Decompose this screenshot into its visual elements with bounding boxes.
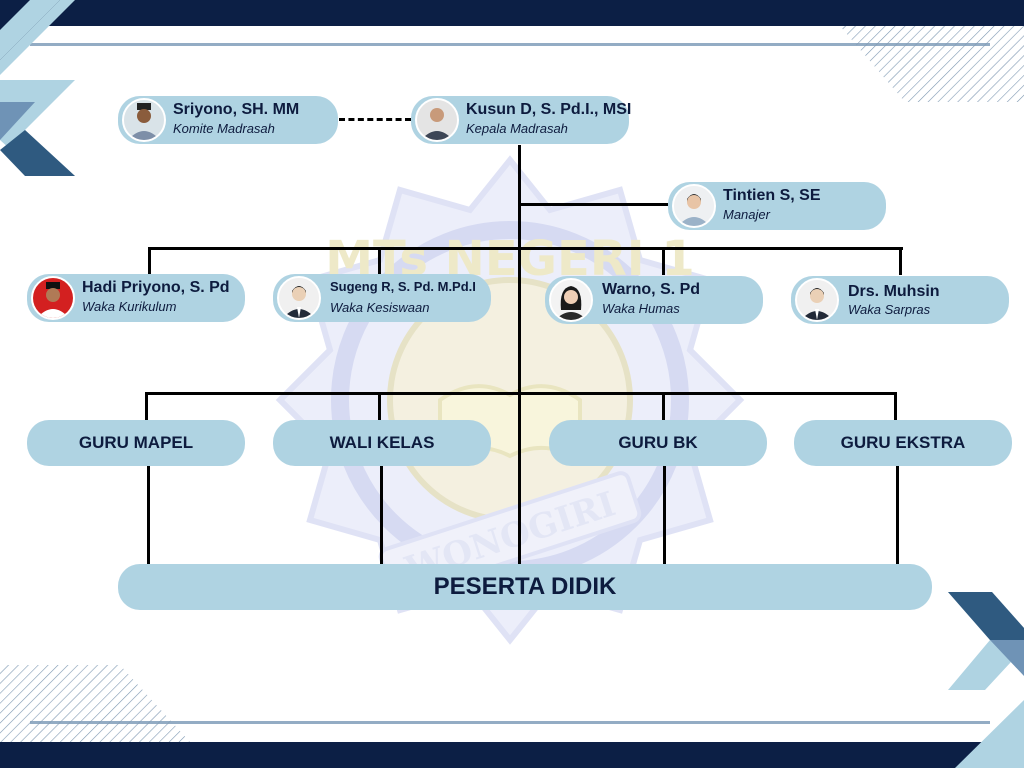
chevron-left-dark bbox=[0, 130, 75, 176]
hatch-bottom-left bbox=[0, 665, 190, 742]
main-vertical-connector bbox=[518, 145, 521, 565]
official-role: Waka Humas bbox=[602, 301, 680, 316]
group-wali-kelas[interactable]: WALI KELAS bbox=[273, 420, 491, 466]
group-label: GURU EKSTRA bbox=[840, 433, 966, 452]
top-divider-line bbox=[30, 43, 990, 46]
official-name: Drs. Muhsin bbox=[848, 283, 940, 300]
students-bar[interactable]: PESERTA DIDIK bbox=[118, 564, 932, 610]
official-role: Waka Sarpras bbox=[848, 302, 931, 317]
corner-triangle-bottom-right bbox=[955, 700, 1024, 768]
official-card-komite[interactable]: Sriyono, SH. MM Komite Madrasah bbox=[118, 96, 338, 144]
group-guru-ekstra[interactable]: GURU EKSTRA bbox=[794, 420, 1012, 466]
official-card-humas[interactable]: Warno, S. Pd Waka Humas bbox=[545, 276, 763, 324]
person-avatar-icon bbox=[795, 278, 839, 322]
students-label: PESERTA DIDIK bbox=[433, 573, 617, 600]
official-role: Manajer bbox=[723, 207, 770, 222]
official-role: Waka Kurikulum bbox=[82, 299, 177, 314]
group-guru-mapel[interactable]: GURU MAPEL bbox=[27, 420, 245, 466]
person-avatar-icon bbox=[549, 278, 593, 322]
group-label: WALI KELAS bbox=[329, 433, 435, 452]
official-card-manajer[interactable]: Tintien S, SE Manajer bbox=[668, 182, 886, 230]
official-name: Sugeng R, S. Pd. M.Pd.I bbox=[330, 279, 476, 294]
top-banner-bar bbox=[0, 0, 1024, 26]
official-role: Kepala Madrasah bbox=[466, 121, 568, 136]
committee-dashed-connector bbox=[339, 118, 411, 121]
person-avatar-icon bbox=[277, 276, 321, 320]
group-label: GURU MAPEL bbox=[78, 433, 194, 452]
waka-horizontal-connector bbox=[148, 247, 903, 250]
official-card-kurikulum[interactable]: Hadi Priyono, S. Pd Waka Kurikulum bbox=[27, 274, 245, 322]
group-horizontal-connector bbox=[145, 392, 897, 395]
group-guru-bk[interactable]: GURU BK bbox=[549, 420, 767, 466]
person-avatar-icon bbox=[672, 184, 716, 228]
bottom-banner-bar bbox=[0, 742, 1024, 768]
official-role: Waka Kesiswaan bbox=[330, 300, 430, 315]
person-avatar-icon bbox=[31, 276, 75, 320]
official-role: Komite Madrasah bbox=[173, 121, 275, 136]
official-name: Sriyono, SH. MM bbox=[173, 101, 300, 118]
official-card-kepala[interactable]: Kusun D, S. Pd.I., MSI Kepala Madrasah bbox=[411, 96, 632, 144]
official-card-sarpras[interactable]: Drs. Muhsin Waka Sarpras bbox=[791, 276, 1009, 324]
official-name: Tintien S, SE bbox=[723, 187, 821, 204]
person-avatar-icon bbox=[122, 98, 166, 142]
manager-connector bbox=[520, 203, 668, 206]
official-name: Kusun D, S. Pd.I., MSI bbox=[466, 101, 632, 118]
chevron-right-dark bbox=[948, 592, 1024, 640]
official-card-kesiswaan[interactable]: Sugeng R, S. Pd. M.Pd.I Waka Kesiswaan bbox=[273, 274, 491, 322]
group-label: GURU BK bbox=[618, 433, 698, 452]
person-avatar-icon bbox=[415, 98, 459, 142]
hatch-top-right bbox=[840, 26, 1024, 102]
official-name: Hadi Priyono, S. Pd bbox=[82, 279, 230, 296]
bottom-divider-line bbox=[30, 721, 990, 724]
official-name: Warno, S. Pd bbox=[602, 281, 701, 298]
